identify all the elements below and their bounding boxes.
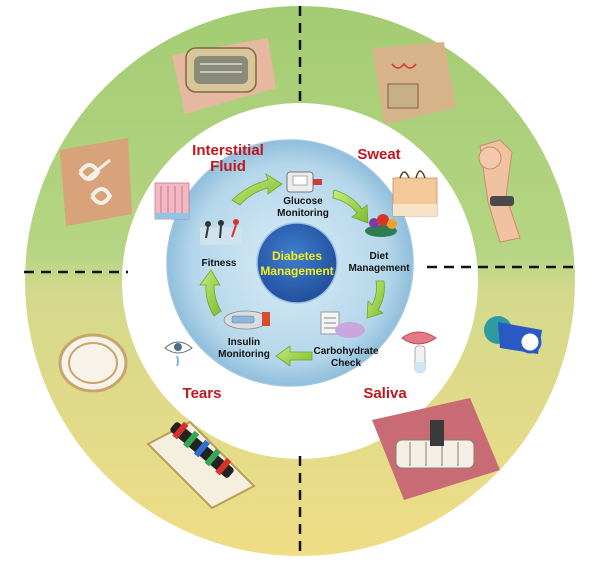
cycle-arrows: [199, 173, 385, 367]
skin-tissue-icon: [154, 182, 190, 220]
step-label-glucose-2: Monitoring: [277, 208, 329, 219]
step-label-insulin-1: Insulin: [228, 337, 260, 348]
fitness-icon: [200, 219, 242, 245]
arrow-glucose-to-diet: [332, 189, 369, 224]
step-label-glucose-1: Glucose: [283, 196, 323, 207]
sweat-gland-icon: [392, 170, 438, 217]
glucose-meter-icon: [286, 171, 322, 193]
eye-icon: [164, 341, 193, 367]
pacifier-photo: [484, 316, 542, 354]
wrist-band-photo: [478, 139, 521, 243]
contact-lens-photo: [58, 333, 128, 393]
skin-tattoo-photo: [60, 138, 132, 226]
center-title-line1: Diabetes: [272, 249, 322, 263]
insulin-pen-icon: [223, 310, 270, 330]
step-label-carb-2: Check: [331, 358, 361, 369]
eyelid-sensor-photo: [146, 420, 256, 510]
arrow-insulin-to-fitness: [199, 269, 222, 317]
step-label-fitness: Fitness: [201, 258, 236, 269]
quadrant-label-tears: Tears: [183, 385, 222, 402]
mouth-tube-icon: [401, 331, 437, 373]
center-disc: [256, 222, 338, 304]
step-label-carb-1: Carbohydrate: [313, 346, 378, 357]
quadrant-label-saliva: Saliva: [363, 385, 407, 402]
food-scale-icon: [320, 311, 365, 338]
quadrant-label-interstitial-1: Interstitial: [192, 142, 264, 159]
mouthguard-photo: [372, 398, 500, 500]
step-label-insulin-2: Monitoring: [218, 349, 270, 360]
arrow-fitness-to-glucose: [231, 173, 283, 206]
patch-sensor-photo: [172, 38, 276, 114]
step-label-diet-2: Management: [348, 263, 410, 274]
quadrant-label-sweat: Sweat: [357, 146, 400, 163]
step-label-diet-1: Diet: [370, 251, 390, 262]
quadrant-label-interstitial-2: Fluid: [210, 158, 246, 175]
fruit-basket-icon: [365, 214, 397, 237]
arrow-carb-to-insulin: [275, 345, 313, 367]
arrow-diet-to-carb: [366, 280, 385, 319]
center-title-line2: Management: [260, 264, 333, 278]
quadrant-dividers: [24, 6, 576, 556]
back-patch-photo: [372, 42, 456, 124]
